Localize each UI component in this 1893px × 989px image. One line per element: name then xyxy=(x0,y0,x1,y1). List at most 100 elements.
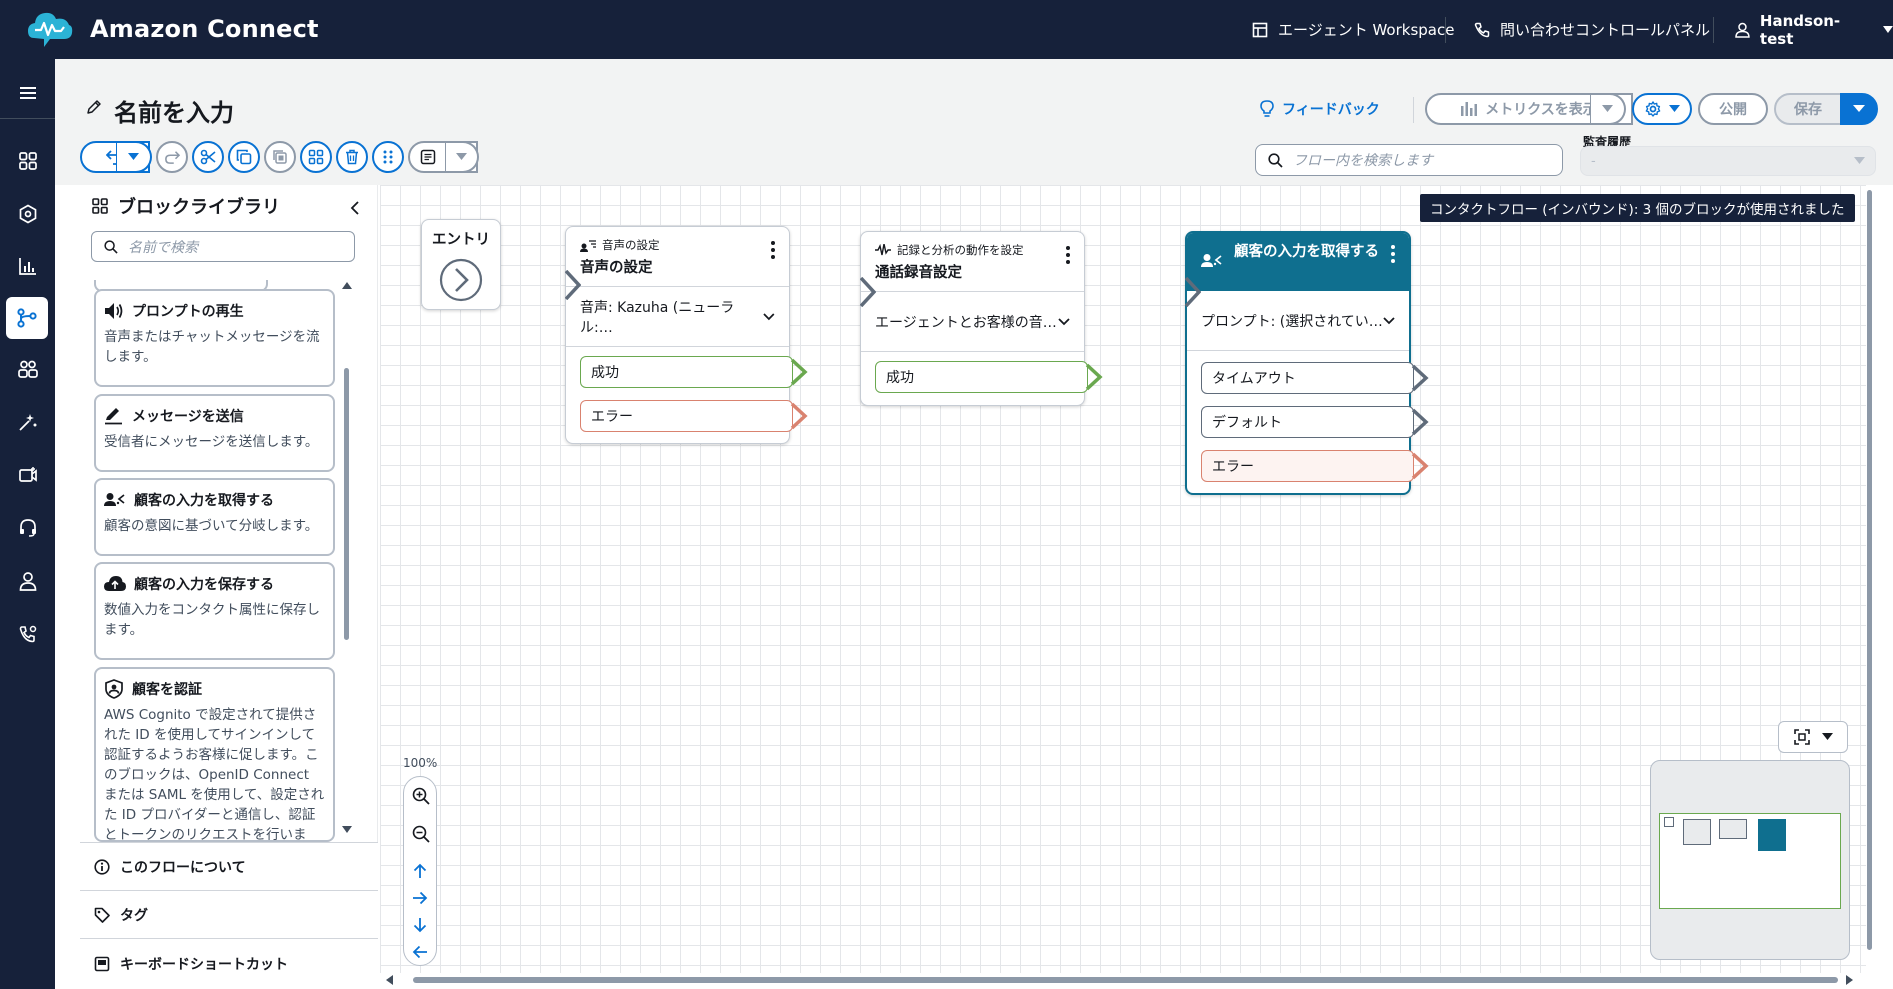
error-connector-icon[interactable] xyxy=(790,402,808,430)
zoom-out-icon[interactable] xyxy=(412,825,430,843)
ccp-link[interactable]: 問い合わせコントロールパネル xyxy=(1474,0,1710,59)
menu-icon[interactable] xyxy=(14,79,42,107)
canvas-vertical-scrollbar[interactable] xyxy=(1867,190,1872,950)
keyboard-shortcuts-section[interactable]: キーボードショートカット xyxy=(80,938,378,989)
flow-title[interactable]: 名前を入力 xyxy=(114,99,234,127)
phone-settings-icon[interactable] xyxy=(14,620,42,648)
agent-workspace-link[interactable]: エージェント Workspace xyxy=(1252,0,1454,59)
copy-button[interactable] xyxy=(228,141,260,173)
timeout-branch[interactable]: タイムアウト xyxy=(1201,362,1414,394)
branch-label: エラー xyxy=(1212,459,1254,475)
publish-button[interactable]: 公開 xyxy=(1698,93,1768,125)
error-branch[interactable]: エラー xyxy=(580,400,793,432)
block-card-play-prompt[interactable]: プロンプトの再生 音声またはチャットメッセージを流します。 xyxy=(94,289,335,387)
pan-up-icon[interactable] xyxy=(413,863,427,879)
input-connector-icon xyxy=(1185,277,1201,307)
person-icon[interactable] xyxy=(14,567,42,595)
block-card-store-customer-input[interactable]: 顧客の入力を保存する 数値入力をコンタクト属性に保存します。 xyxy=(94,562,335,660)
cut-button[interactable] xyxy=(192,141,224,173)
save-button[interactable]: 保存 xyxy=(1774,93,1842,125)
select-all-button[interactable] xyxy=(300,141,332,173)
pen-icon xyxy=(105,408,122,425)
recording-select-value: エージェントとお客様の音… xyxy=(875,314,1057,331)
prompt-select[interactable]: プロンプト: (選択されてい… xyxy=(1187,291,1409,351)
annotation-dropdown-button[interactable] xyxy=(445,141,479,173)
block-count-tooltip: コンタクトフロー (インバウンド): 3 個のブロックが使用されました xyxy=(1420,194,1855,222)
edit-pencil-icon[interactable] xyxy=(86,99,102,115)
branch-label: 成功 xyxy=(591,365,619,381)
more-options-icon[interactable] xyxy=(771,241,775,259)
block-card-title: 顧客を認証 xyxy=(132,682,202,698)
users-icon[interactable] xyxy=(14,355,42,383)
timeout-connector-icon[interactable] xyxy=(1411,364,1429,392)
arrange-button[interactable] xyxy=(372,141,404,173)
amazon-connect-logo-icon xyxy=(26,8,74,50)
scroll-down-icon[interactable] xyxy=(342,826,352,834)
about-flow-section[interactable]: このフローについて xyxy=(80,842,378,890)
tags-section[interactable]: タグ xyxy=(80,890,378,938)
feedback-link[interactable]: フィードバック xyxy=(1260,99,1380,119)
default-connector-icon[interactable] xyxy=(1411,408,1429,436)
minimap[interactable] xyxy=(1650,760,1850,960)
channels-icon[interactable] xyxy=(14,461,42,489)
success-branch[interactable]: 成功 xyxy=(580,356,793,388)
scroll-left-icon[interactable] xyxy=(386,975,394,985)
audit-history-label: 監査履歴 xyxy=(1583,135,1632,149)
side-navigation xyxy=(0,59,55,989)
chevron-down-icon xyxy=(763,312,775,320)
routing-flows-icon[interactable] xyxy=(6,297,48,339)
recording-select[interactable]: エージェントとお客様の音… xyxy=(861,292,1084,352)
grid-select-icon xyxy=(308,149,324,165)
dashboard-icon[interactable] xyxy=(14,147,42,175)
gear-icon xyxy=(1645,101,1660,117)
audit-history-select[interactable]: - xyxy=(1580,146,1876,176)
collapse-panel-icon[interactable] xyxy=(350,201,360,215)
flow-search-input[interactable]: フロー内を検索します xyxy=(1255,144,1563,176)
block-card-authenticate-customer[interactable]: 顧客を認証 AWS Cognito で設定されて提供された ID を使用してサイ… xyxy=(94,667,335,842)
entry-arrow-icon[interactable] xyxy=(439,258,483,302)
voice-select[interactable]: 音声: Kazuha (ニューラル:… xyxy=(566,287,789,347)
scroll-up-icon[interactable] xyxy=(342,282,352,290)
divider xyxy=(1413,97,1414,123)
pan-left-icon[interactable] xyxy=(412,945,428,959)
customer-input-icon xyxy=(104,493,125,506)
paste-button[interactable] xyxy=(264,141,296,173)
user-menu[interactable]: Handson-test xyxy=(1735,0,1893,59)
default-branch[interactable]: デフォルト xyxy=(1201,406,1414,438)
redo-button[interactable] xyxy=(156,141,188,173)
settings-menu-button[interactable] xyxy=(1632,93,1692,125)
zoom-in-icon[interactable] xyxy=(412,787,430,805)
error-connector-icon[interactable] xyxy=(1411,452,1429,480)
success-branch[interactable]: 成功 xyxy=(875,361,1088,393)
app-title[interactable]: Amazon Connect xyxy=(90,15,319,43)
cloud-upload-icon xyxy=(104,576,126,591)
success-connector-icon[interactable] xyxy=(790,358,808,386)
magic-icon[interactable] xyxy=(14,408,42,436)
library-scrollbar-thumb[interactable] xyxy=(344,368,349,640)
save-dropdown-button[interactable] xyxy=(1840,93,1878,125)
metrics-dropdown-button[interactable] xyxy=(1590,93,1626,125)
canvas-horizontal-scrollbar[interactable] xyxy=(413,977,1838,983)
undo-dropdown-button[interactable] xyxy=(116,141,152,173)
delete-button[interactable] xyxy=(336,141,368,173)
voice-select-value: 音声: Kazuha (ニューラル:… xyxy=(580,299,735,336)
hexagon-icon[interactable] xyxy=(14,200,42,228)
analytics-icon[interactable] xyxy=(14,252,42,280)
divider xyxy=(0,118,55,119)
block-card-description: 顧客の意図に基づいて分岐します。 xyxy=(104,518,319,534)
scroll-right-icon[interactable] xyxy=(1846,975,1854,985)
success-connector-icon[interactable] xyxy=(1085,363,1103,391)
more-options-icon[interactable] xyxy=(1391,245,1395,263)
block-card-description: 数値入力をコンタクト属性に保存します。 xyxy=(104,602,320,638)
error-branch[interactable]: エラー xyxy=(1201,450,1414,482)
headset-icon[interactable] xyxy=(14,514,42,542)
block-card-get-customer-input[interactable]: 顧客の入力を取得する 顧客の意図に基づいて分岐します。 xyxy=(94,478,335,556)
library-search-input[interactable]: 名前で検索 xyxy=(91,231,355,262)
pan-right-icon[interactable] xyxy=(412,891,428,905)
block-card-send-message[interactable]: メッセージを送信 受信者にメッセージを送信します。 xyxy=(94,394,335,472)
more-options-icon[interactable] xyxy=(1066,246,1070,264)
fit-view-button[interactable] xyxy=(1778,721,1848,753)
copy-icon xyxy=(236,149,252,165)
pan-down-icon[interactable] xyxy=(413,917,427,933)
entry-block[interactable]: エントリ xyxy=(421,219,501,310)
